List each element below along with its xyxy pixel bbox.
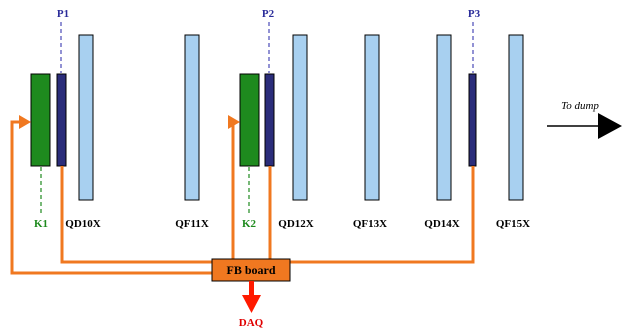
quadrupole-qd10x-label: QD10X (65, 218, 101, 230)
beam-direction: To dump (547, 100, 622, 139)
kicker-k2 (239, 73, 260, 167)
kicker-leaders (40, 167, 250, 214)
kickers (30, 73, 260, 167)
quadrupole-qf13x (364, 34, 380, 201)
pickup-p1-label: P1 (57, 8, 69, 20)
pickup-labels: P1 P2 P3 (57, 8, 481, 20)
quadrupole-qd14x-label: QD14X (424, 218, 460, 230)
quadrupole-qf13x-label: QF13X (353, 218, 387, 230)
quadrupole-qd12x (292, 34, 308, 201)
pickups (56, 73, 477, 167)
k2-input-arrow-icon (228, 115, 240, 129)
cable-board-to-k1 (10, 120, 212, 275)
pickup-p3-label: P3 (468, 8, 481, 20)
daq-arrow-shaft (249, 281, 254, 298)
cable-board-to-k2 (231, 120, 235, 262)
pickup-p1 (56, 73, 67, 167)
pickup-leaders (60, 22, 474, 73)
kicker-k1-label: K1 (34, 218, 48, 230)
fb-board: FB board (211, 258, 291, 282)
cable-p1-to-board (60, 166, 212, 264)
quadrupole-qd10x (78, 34, 94, 201)
cable-p2-to-board (268, 166, 290, 264)
daq-label: DAQ (239, 317, 264, 328)
to-dump-label: To dump (561, 100, 599, 112)
daq-output: DAQ (239, 281, 264, 328)
pickup-p3 (468, 73, 477, 167)
quadrupole-labels: QD10X QF11X QD12X QF13X QD14X QF15X (65, 218, 530, 230)
fb-board-label: FB board (226, 263, 275, 277)
right-arrow-icon (598, 113, 622, 139)
down-arrow-icon (242, 295, 261, 313)
quadrupole-qf15x-label: QF15X (496, 218, 530, 230)
quadrupole-qd14x (436, 34, 452, 201)
quadrupoles (78, 34, 524, 201)
cable-arrowheads (19, 115, 240, 129)
cable-p3-to-board (290, 166, 475, 264)
quadrupole-qd12x-label: QD12X (278, 218, 314, 230)
kicker-labels: K1 K2 (34, 218, 257, 230)
kicker-k2-label: K2 (242, 218, 257, 230)
k1-input-arrow-icon (19, 115, 31, 129)
quadrupole-qf15x (508, 34, 524, 201)
kicker-k1 (30, 73, 51, 167)
pickup-p2-label: P2 (262, 8, 275, 20)
quadrupole-qf11x (184, 34, 200, 201)
pickup-p2 (264, 73, 275, 167)
quadrupole-qf11x-label: QF11X (175, 218, 209, 230)
